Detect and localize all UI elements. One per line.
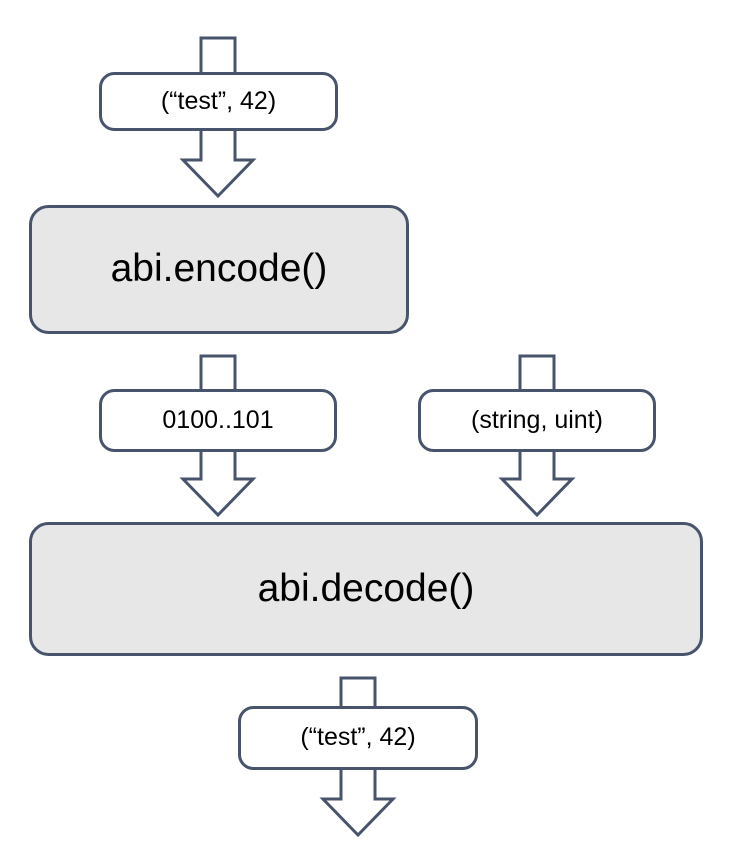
- connector-stub-stub-into-input-tuple: [199, 36, 237, 74]
- node-input-tuple[interactable]: [99, 72, 338, 131]
- connector-arrow-arrow-types-to-decode: [498, 451, 576, 518]
- node-encoded-bytes[interactable]: [99, 389, 337, 452]
- connector-arrow-arrow-output-to-bottom: [319, 769, 397, 838]
- connector-stub-stub-into-encoded-bytes: [199, 354, 237, 391]
- connector-stub-stub-into-output-tuple: [339, 676, 377, 708]
- nodes-group: [29, 72, 703, 770]
- node-abi-encode[interactable]: [29, 205, 409, 334]
- node-output-tuple[interactable]: [238, 706, 478, 770]
- node-abi-decode[interactable]: [29, 522, 703, 656]
- connectors-group: [179, 36, 576, 838]
- connector-stub-stub-into-type-tuple: [518, 354, 556, 391]
- node-type-tuple[interactable]: [418, 389, 656, 452]
- connector-arrow-arrow-encoded-to-decode: [179, 451, 257, 518]
- connector-arrow-arrow-input-to-encode: [179, 130, 257, 199]
